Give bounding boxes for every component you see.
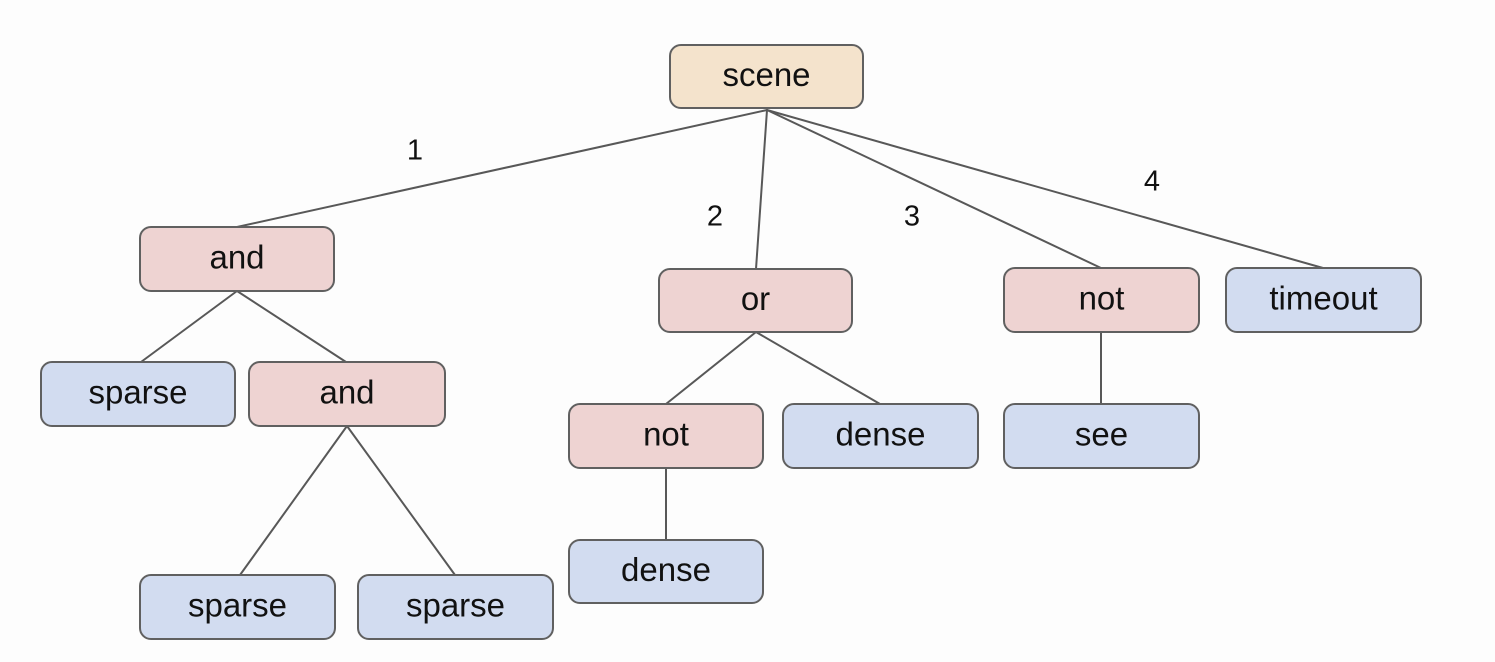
- tree-node-sparse2[interactable]: sparse: [139, 574, 336, 640]
- tree-edge-scene-to-not2: [766, 109, 1102, 269]
- node-label-sparse2: sparse: [188, 587, 287, 624]
- tree-edge-or1-to-dense1: [755, 331, 881, 405]
- node-box-dense2: [568, 539, 764, 604]
- tree-node-dense1[interactable]: dense: [782, 403, 979, 469]
- edges-layer: [140, 109, 1324, 576]
- tree-node-or1[interactable]: or: [658, 268, 853, 333]
- tree-edge-and1-to-sparse1: [140, 290, 238, 363]
- edge-label-1: 1: [407, 135, 423, 167]
- tree-edge-scene-to-and1: [236, 109, 768, 228]
- node-label-and2: and: [319, 374, 374, 411]
- tree-node-sparse1[interactable]: sparse: [40, 361, 236, 427]
- node-label-dense1: dense: [836, 416, 926, 453]
- node-label-or1: or: [741, 280, 770, 317]
- node-box-sparse3: [357, 574, 554, 640]
- node-box-sparse1: [40, 361, 236, 427]
- tree-node-not2[interactable]: not: [1003, 267, 1200, 333]
- node-label-not1: not: [643, 416, 689, 453]
- node-label-timeout1: timeout: [1269, 280, 1377, 317]
- tree-node-timeout1[interactable]: timeout: [1225, 267, 1422, 333]
- tree-node-not1[interactable]: not: [568, 403, 764, 469]
- edge-label-2: 2: [707, 201, 723, 233]
- tree-node-and2[interactable]: and: [248, 361, 446, 427]
- tree-node-scene[interactable]: scene: [669, 44, 864, 109]
- tree-node-dense2[interactable]: dense: [568, 539, 764, 604]
- node-box-not1: [568, 403, 764, 469]
- node-box-dense1: [782, 403, 979, 469]
- tree-edge-scene-to-or1: [755, 109, 768, 270]
- tree-edge-or1-to-not1: [665, 331, 757, 405]
- tree-edge-scene-to-timeout1: [766, 109, 1324, 269]
- node-box-and2: [248, 361, 446, 427]
- tree-node-sparse3[interactable]: sparse: [357, 574, 554, 640]
- node-label-and1: and: [209, 239, 264, 276]
- node-box-timeout1: [1225, 267, 1422, 333]
- tree-edge-and2-to-sparse3: [346, 425, 456, 576]
- node-label-see1: see: [1075, 416, 1128, 453]
- tree-edge-and1-to-and2: [236, 290, 347, 363]
- tree-edge-and2-to-sparse2: [239, 425, 348, 576]
- edge-label-4: 4: [1144, 166, 1160, 198]
- node-label-sparse1: sparse: [88, 374, 187, 411]
- edge-label-3: 3: [904, 201, 920, 233]
- node-box-or1: [658, 268, 853, 333]
- tree-node-see1[interactable]: see: [1003, 403, 1200, 469]
- node-label-not2: not: [1079, 280, 1125, 317]
- nodes-layer: scene and sparse and sparse sparse or not dense d…: [40, 44, 1422, 640]
- tree-node-and1[interactable]: and: [139, 226, 335, 292]
- node-box-not2: [1003, 267, 1200, 333]
- node-label-scene: scene: [722, 56, 810, 93]
- node-box-scene: [669, 44, 864, 109]
- node-box-sparse2: [139, 574, 336, 640]
- node-label-dense2: dense: [621, 551, 711, 588]
- node-box-and1: [139, 226, 335, 292]
- edge-labels-layer: 1 2 3 4: [407, 135, 1160, 233]
- node-label-sparse3: sparse: [406, 587, 505, 624]
- node-box-see1: [1003, 403, 1200, 469]
